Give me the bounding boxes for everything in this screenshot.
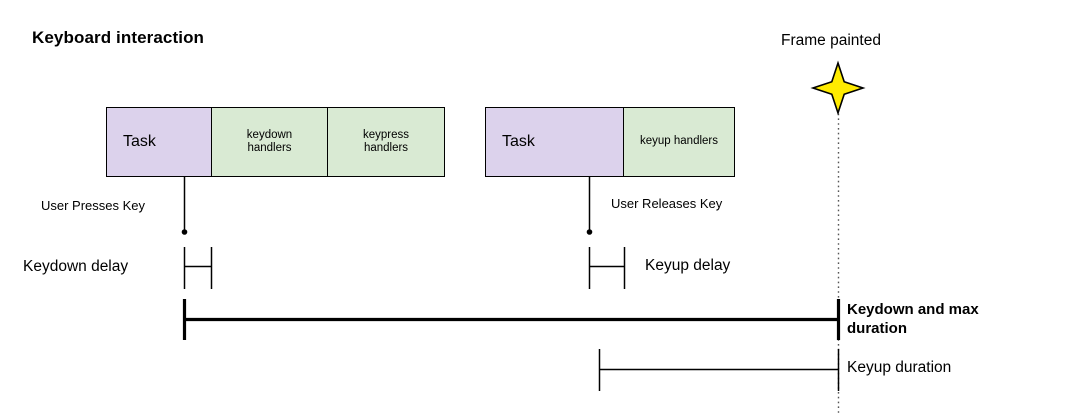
keyup-task-block: Task keyup handlers (485, 107, 735, 177)
keyup-handlers-segment: keyup handlers (623, 108, 734, 176)
page-title: Keyboard interaction (32, 28, 205, 47)
keyup-duration-span (598, 349, 840, 391)
keyup-handlers-label: keyup handlers (640, 135, 718, 148)
four-point-star-icon (810, 60, 866, 116)
task-segment-label: Task (502, 132, 535, 150)
keydown-handlers-label: keydown handlers (246, 128, 293, 154)
keydown-delay-label: Keydown delay (23, 258, 129, 275)
keyup-duration-label: Keyup duration (847, 359, 952, 376)
keyup-delay-span (588, 247, 626, 289)
keydown-event-pointer (181, 177, 188, 235)
keydown-delay-span (183, 247, 213, 289)
user-releases-key-label: User Releases Key (611, 196, 723, 211)
keypress-handlers-label: keypress handlers (362, 128, 410, 154)
keydown-max-duration-label: Keydown and max duration (847, 301, 979, 337)
task-segment: Task (486, 108, 623, 176)
user-presses-key-label: User Presses Key (41, 198, 146, 213)
task-segment-label: Task (123, 132, 156, 150)
keypress-handlers-segment: keypress handlers (327, 108, 444, 176)
frame-painted-label: Frame painted (781, 32, 881, 49)
keydown-task-block: Task keydown handlers keypress handlers (106, 107, 445, 177)
keydown-handlers-segment: keydown handlers (211, 108, 327, 176)
task-segment: Task (107, 108, 211, 176)
keydown-max-duration-span (182, 299, 841, 340)
keyup-event-pointer (586, 177, 593, 235)
keyup-delay-label: Keyup delay (645, 257, 731, 274)
